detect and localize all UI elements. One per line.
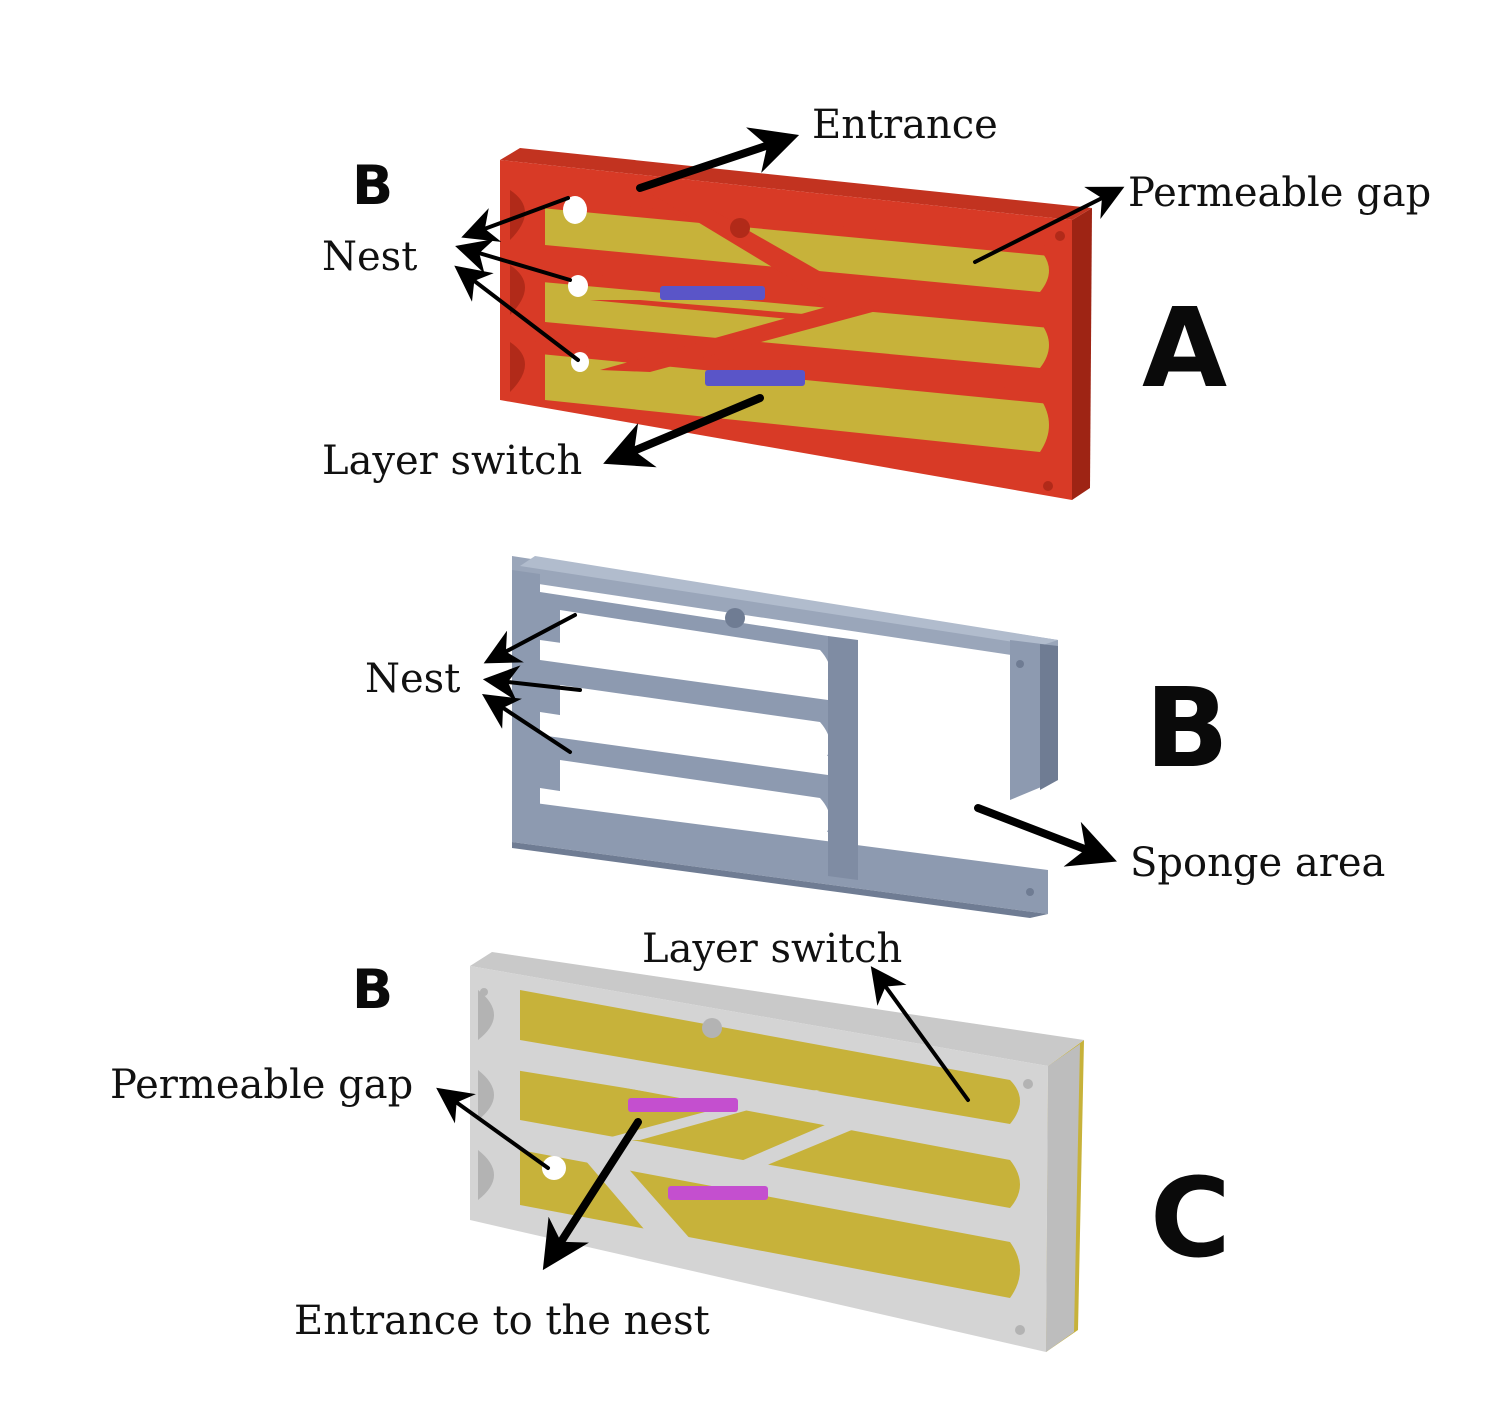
label-layer-switch-a: Layer switch [322, 438, 582, 484]
corner-label-a: B [352, 154, 393, 217]
label-permeable-gap-a: Permeable gap [1128, 170, 1431, 216]
label-nest-b: Nest [365, 656, 460, 702]
label-layer-switch-c: Layer switch [642, 926, 902, 972]
arrow-sponge-area [974, 804, 1117, 867]
panel-b: Nest Sponge area B [365, 556, 1385, 918]
panel-letter-c: C [1150, 1154, 1231, 1282]
arrow-nest-b-1 [483, 613, 577, 664]
arrow-nest-b-2 [482, 665, 582, 702]
arrow-nest-a-3 [454, 265, 580, 362]
arrow-nest-b-3 [481, 694, 572, 754]
red-nest-frame [500, 148, 1092, 500]
gray-nest-frame [470, 952, 1084, 1352]
arrow-permeable-gap-a [973, 186, 1125, 264]
arrow-nest-a-1 [461, 196, 570, 242]
panel-a: Entrance Permeable gap Nest Layer switch… [322, 102, 1431, 500]
label-nest-a: Nest [322, 234, 417, 280]
arrow-entrance-to-nest [542, 1118, 642, 1271]
arrow-nest-a-2 [455, 238, 572, 282]
arrow-layer-switch-a [603, 394, 764, 468]
panel-letter-b: B [1145, 664, 1229, 792]
arrow-permeable-gap-c [436, 1087, 550, 1170]
layer-switch-top-c [628, 1098, 738, 1112]
layer-switch-bottom-c [668, 1186, 768, 1200]
corner-label-c: B [352, 958, 393, 1021]
label-permeable-gap-c: Permeable gap [110, 1062, 413, 1108]
layer-switch-bottom-a [705, 370, 805, 386]
arrow-layer-switch-c [870, 966, 970, 1102]
panel-letter-a: A [1142, 284, 1227, 412]
label-entrance-to-nest: Entrance to the nest [294, 1298, 710, 1344]
arrow-entrance [636, 127, 800, 192]
panel-c: Layer switch Permeable gap Entrance to t… [110, 926, 1231, 1352]
label-entrance: Entrance [812, 102, 998, 148]
blue-frame [512, 556, 1058, 918]
layer-switch-top-a [660, 286, 765, 300]
label-sponge-area: Sponge area [1130, 840, 1385, 886]
